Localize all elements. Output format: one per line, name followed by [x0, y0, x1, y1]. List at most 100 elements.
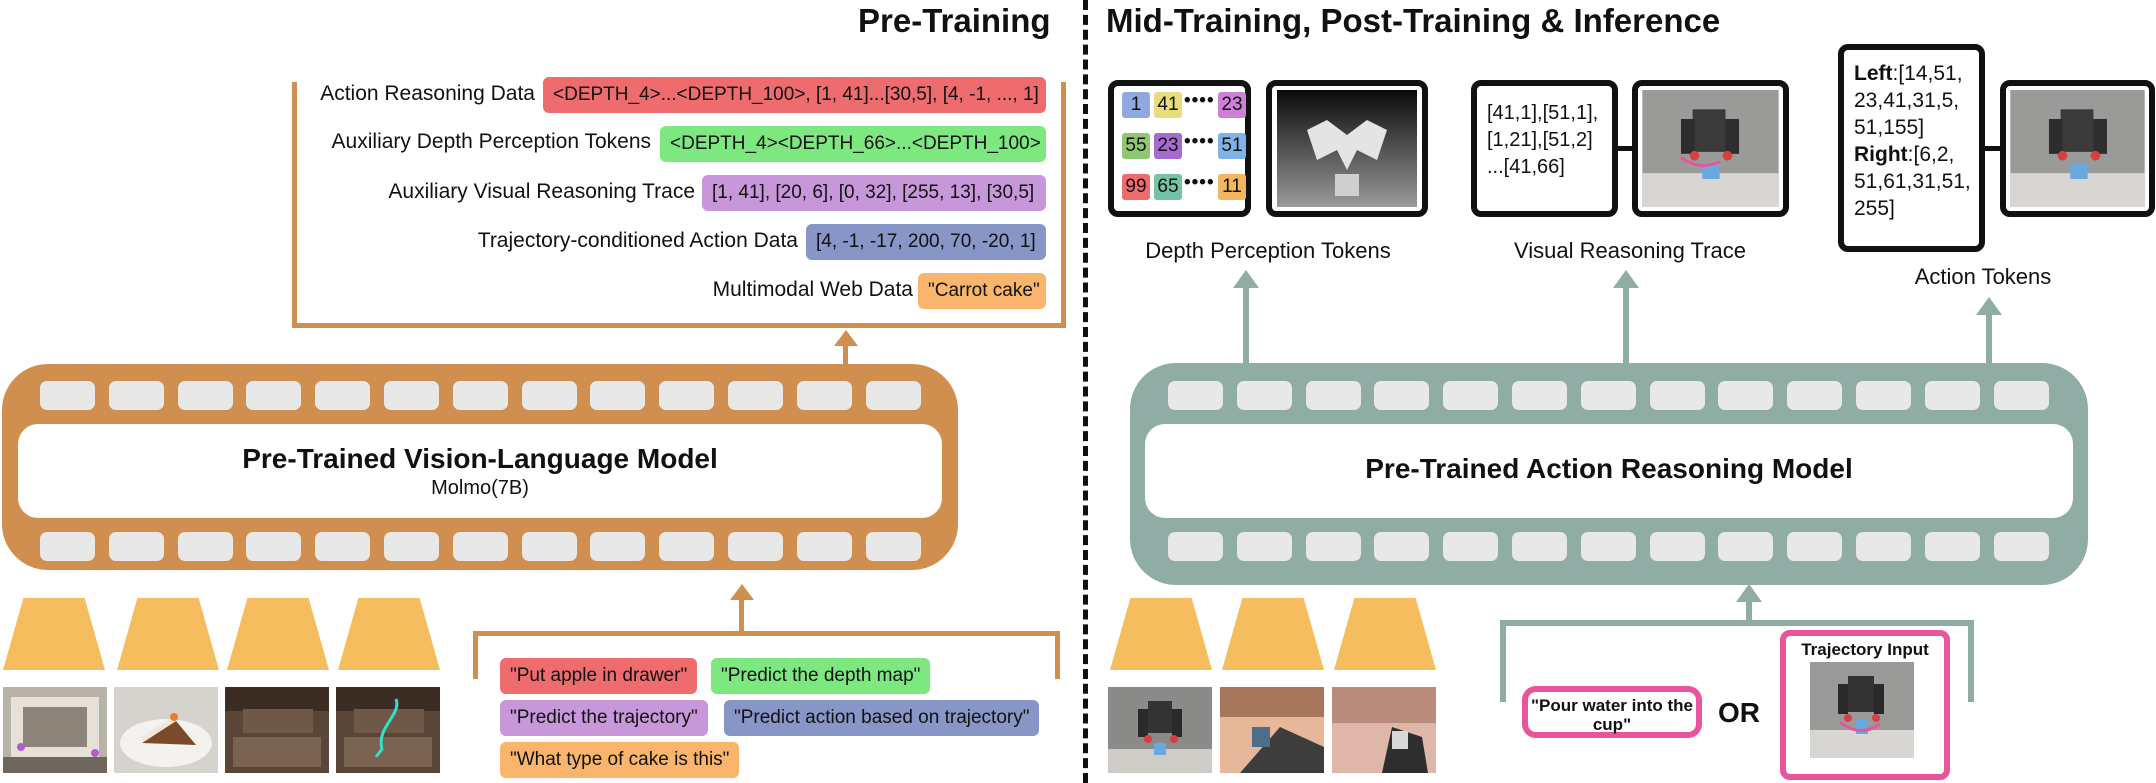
- depth-token-ellipsis: ••••: [1184, 172, 1215, 193]
- token-slot: [1305, 381, 1361, 410]
- right-tokens-3: 255]: [1854, 197, 1895, 220]
- token-slot: [1993, 381, 2049, 410]
- depth-token-ellipsis: ••••: [1184, 131, 1215, 152]
- token-slot: [108, 381, 164, 410]
- depth-token: 23: [1218, 92, 1246, 118]
- instruction-box: "Pour water into the cup": [1522, 686, 1702, 738]
- arm-input-arrowhead: [1736, 584, 1762, 602]
- token-slot: [865, 381, 921, 410]
- depth-map-image: [1266, 80, 1428, 217]
- vlm-input-tokens: [40, 532, 940, 561]
- token-slot: [728, 532, 783, 561]
- token-slot: [590, 381, 646, 410]
- photo-tabletop: [225, 687, 329, 773]
- arm-arrow-action: [1986, 314, 1992, 364]
- visual-trace-line-2: [1,21],[51,2]: [1487, 129, 1593, 151]
- arm-input-tokens: [1168, 532, 2068, 561]
- vlm-input-arrowhead: [730, 584, 754, 600]
- token-slot: [590, 532, 646, 561]
- left-label: Left: [1854, 62, 1893, 85]
- vlm-subtitle: Molmo(7B): [431, 477, 529, 499]
- prompt-put-apple: "Put apple in drawer": [500, 658, 698, 694]
- data-chip-visual-trace: [1, 41], [20, 6], [0, 32], [255, 13], [3…: [702, 175, 1046, 211]
- midtraining-heading: Mid-Training, Post-Training & Inference: [1106, 2, 1721, 39]
- arm-arrowhead-visual: [1613, 270, 1639, 288]
- token-slot: [177, 532, 233, 561]
- token-slot: [1856, 381, 1911, 410]
- visual-trace-line-3: ...[41,66]: [1487, 156, 1565, 178]
- left-tokens-1: :[14,51,: [1892, 62, 1963, 85]
- data-chip-trajectory: [4, -1, -17, 200, 70, -20, 1]: [806, 224, 1046, 260]
- arm-arrowhead-depth: [1233, 270, 1259, 288]
- trajectory-input-image: [1810, 662, 1914, 758]
- action-tokens-connector: [1984, 146, 2002, 151]
- caption-action-tokens: Action Tokens: [1914, 264, 2052, 289]
- visual-trace-connector: [1617, 146, 1635, 151]
- prompt-action-trajectory: "Predict action based on trajectory": [724, 700, 1040, 736]
- depth-token: 51: [1218, 133, 1246, 159]
- token-slot: [1787, 532, 1843, 561]
- token-slot: [1374, 532, 1430, 561]
- caption-depth-tokens: Depth Perception Tokens: [1145, 238, 1391, 263]
- token-slot: [384, 381, 439, 410]
- token-slot: [1787, 381, 1843, 410]
- action-tokens-box: Left:[14,51, 23,41,31,5, 51,155] Right:[…: [1838, 44, 1985, 252]
- trajectory-input-label: Trajectory Input: [1801, 640, 1929, 659]
- prompt-trajectory: "Predict the trajectory": [500, 700, 708, 736]
- token-slot: [1443, 381, 1499, 410]
- or-label: OR: [1718, 697, 1760, 728]
- token-slot: [1168, 381, 1223, 410]
- token-slot: [796, 532, 852, 561]
- vlm-output-arrow: [843, 344, 848, 366]
- prompt-depth-map: "Predict the depth map": [711, 658, 931, 694]
- token-slot: [452, 381, 508, 410]
- arm-photo-right-wrist: [1332, 687, 1436, 773]
- token-slot: [1924, 532, 1980, 561]
- token-slot: [659, 381, 715, 410]
- arm-photo-left-wrist: [1220, 687, 1324, 773]
- token-slot: [1580, 381, 1636, 410]
- arm-input-arrow: [1746, 600, 1752, 624]
- image-encoder-1: [3, 598, 105, 670]
- token-slot: [1236, 532, 1292, 561]
- token-slot: [796, 381, 852, 410]
- depth-token: 99: [1122, 174, 1150, 200]
- depth-token-ellipsis: ••••: [1184, 90, 1215, 111]
- visual-trace-line-1: [41,1],[51,1],: [1487, 102, 1599, 124]
- depth-token: 11: [1218, 174, 1246, 200]
- visual-trace-image: [1632, 80, 1789, 217]
- instruction-bracket: [1500, 620, 1974, 702]
- token-slot: [40, 532, 95, 561]
- data-label-depth: Auxiliary Depth Perception Tokens: [331, 130, 651, 153]
- right-tokens-line-1: Right:[6,2,: [1854, 141, 1979, 168]
- vlm-input-arrow: [739, 599, 744, 633]
- data-label-web: Multimodal Web Data: [712, 278, 913, 301]
- data-label-action-reasoning: Action Reasoning Data: [320, 82, 535, 105]
- token-slot: [1305, 532, 1361, 561]
- left-tokens-line-1: Left:[14,51,: [1854, 60, 1979, 87]
- right-label: Right: [1854, 143, 1908, 166]
- vlm-inner: Pre-Trained Vision-Language Model Molmo(…: [18, 424, 942, 518]
- data-chip-depth: <DEPTH_4><DEPTH_66>...<DEPTH_100>: [660, 126, 1046, 162]
- section-divider: [1083, 0, 1088, 783]
- vlm-title: Pre-Trained Vision-Language Model: [242, 443, 718, 474]
- token-slot: [1580, 532, 1636, 561]
- caption-visual-trace: Visual Reasoning Trace: [1514, 238, 1746, 263]
- arm-arrowhead-action: [1976, 297, 2002, 315]
- token-slot: [1718, 381, 1774, 410]
- token-slot: [1718, 532, 1774, 561]
- photo-drawer-scene: [3, 687, 107, 773]
- token-slot: [40, 381, 95, 410]
- right-tokens-2: 51,61,31,51,: [1854, 170, 1971, 193]
- token-slot: [659, 532, 715, 561]
- arm-output-tokens: [1168, 381, 2068, 410]
- left-tokens-2: 23,41,31,5,: [1854, 89, 1960, 112]
- token-slot: [521, 532, 577, 561]
- token-slot: [452, 532, 508, 561]
- image-encoder-2: [117, 598, 219, 670]
- depth-token: 23: [1154, 133, 1182, 159]
- token-slot: [1649, 381, 1705, 410]
- photo-trajectory: [336, 687, 440, 773]
- token-slot: [315, 532, 371, 561]
